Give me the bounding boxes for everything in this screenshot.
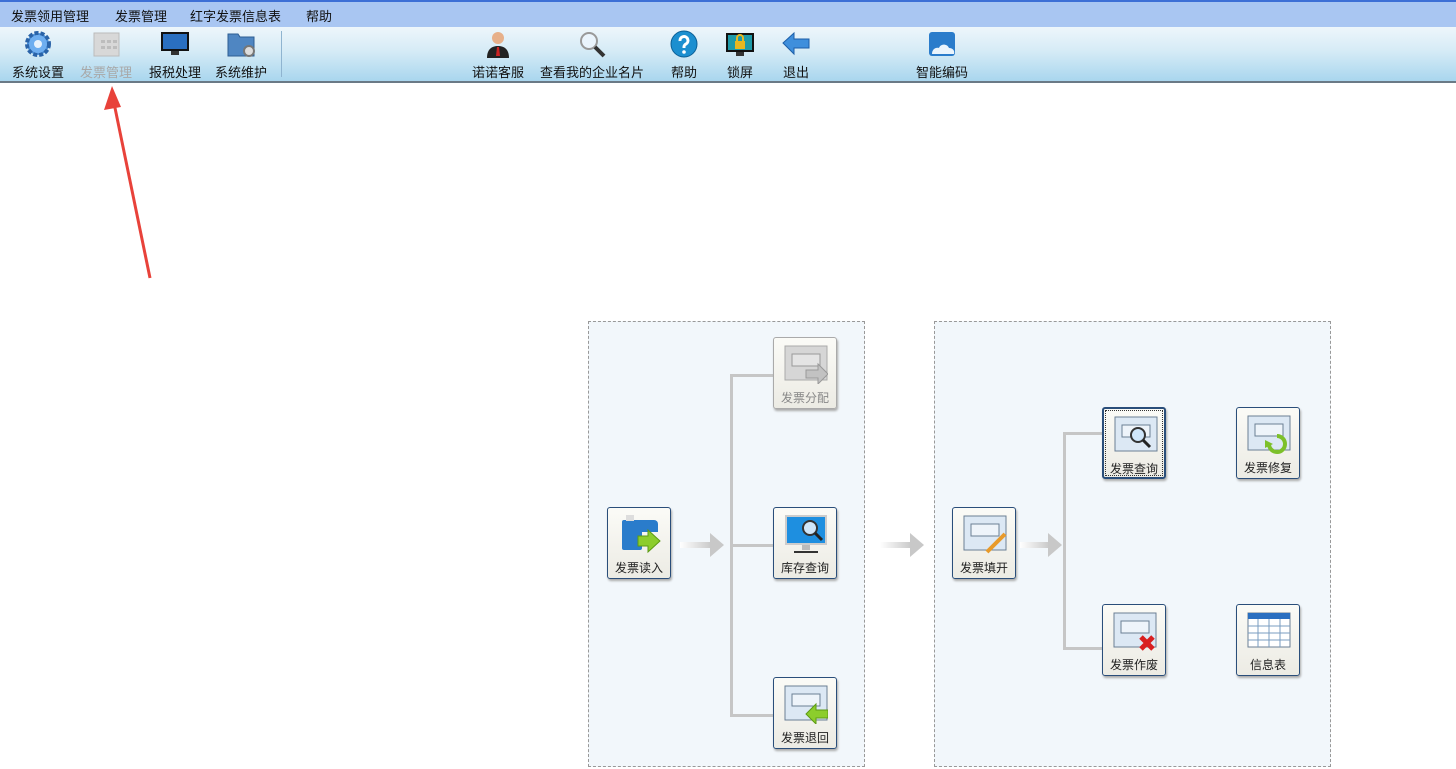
- lock-screen-icon: [726, 33, 754, 56]
- view-company-card-button[interactable]: 查看我的企业名片: [534, 29, 650, 81]
- info-table-button[interactable]: 信息表: [1236, 604, 1300, 676]
- annotation-red-arrow: [104, 86, 152, 279]
- toolbar-separator: [281, 31, 282, 77]
- connector: [730, 714, 773, 717]
- invoice-forward-icon: [784, 345, 828, 384]
- help-button[interactable]: 帮助: [660, 29, 708, 81]
- invoice-distribute-button[interactable]: 发票分配: [773, 337, 837, 409]
- exit-arrow-icon: [782, 31, 810, 56]
- invoice-read-button[interactable]: 发票读入: [607, 507, 671, 579]
- connector: [730, 544, 773, 547]
- connector: [730, 374, 773, 377]
- invoice-issue-button[interactable]: 发票填开: [952, 507, 1016, 579]
- exit-button[interactable]: 退出: [772, 29, 820, 81]
- flow-arrow-icon: [1020, 533, 1062, 557]
- monitor-icon: [161, 32, 189, 55]
- lock-screen-button[interactable]: 锁屏: [716, 29, 764, 81]
- cloud-icon: [929, 32, 955, 56]
- table-icon: [1247, 612, 1291, 648]
- invoice-void-button[interactable]: 发票作废: [1102, 604, 1166, 676]
- invoice-refresh-icon: [1247, 415, 1291, 454]
- system-settings-button[interactable]: 系统设置: [6, 29, 70, 81]
- connector-vertical: [1063, 432, 1066, 650]
- menu-red-invoice-info[interactable]: 红字发票信息表: [190, 10, 282, 25]
- smart-coding-button[interactable]: 智能编码: [908, 29, 976, 81]
- help-icon: [670, 30, 698, 58]
- gear-icon: [25, 31, 51, 57]
- invoice-delete-icon: [1113, 612, 1157, 651]
- invoice-manage-button[interactable]: 发票管理: [74, 29, 138, 81]
- stock-query-button[interactable]: 库存查询: [773, 507, 837, 579]
- invoice-search-icon: [1114, 416, 1158, 452]
- invoice-pen-icon: [963, 515, 1007, 554]
- tax-filing-button[interactable]: 报税处理: [143, 29, 207, 81]
- toolbar: 系统设置 发票管理 报税处理 系统维护 诺诺客服 查看我的企业名片 帮助 锁屏 …: [0, 27, 1456, 83]
- connector: [1063, 647, 1102, 650]
- customer-service-button[interactable]: 诺诺客服: [466, 29, 530, 81]
- menu-help[interactable]: 帮助: [306, 10, 333, 25]
- invoice-grid-icon: [93, 32, 120, 57]
- invoice-query-button[interactable]: 发票查询: [1102, 407, 1166, 479]
- support-person-icon: [487, 32, 509, 58]
- menu-invoice-receive[interactable]: 发票领用管理: [11, 10, 90, 25]
- menu-invoice-manage[interactable]: 发票管理: [115, 10, 168, 25]
- usb-import-icon: [622, 515, 661, 554]
- flow-arrow-icon: [680, 533, 724, 557]
- invoice-return-button[interactable]: 发票退回: [773, 677, 837, 749]
- menu-bar: 发票领用管理 发票管理 红字发票信息表 帮助: [0, 0, 1456, 27]
- monitor-search-icon: [785, 515, 827, 553]
- system-maintenance-button[interactable]: 系统维护: [209, 29, 273, 81]
- connector: [1063, 432, 1102, 435]
- flow-arrow-icon: [880, 533, 924, 557]
- folder-gear-icon: [227, 33, 255, 57]
- magnifier-icon: [580, 32, 606, 58]
- invoice-repair-button[interactable]: 发票修复: [1236, 407, 1300, 479]
- invoice-return-icon: [784, 685, 828, 724]
